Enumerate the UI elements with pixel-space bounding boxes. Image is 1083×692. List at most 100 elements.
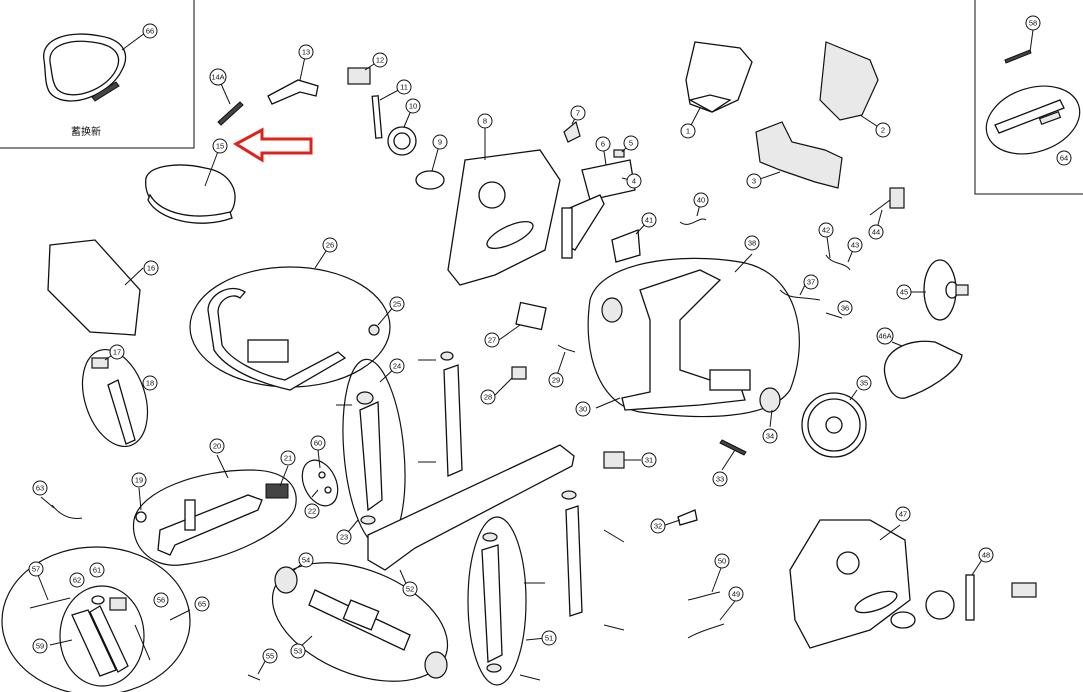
arm-51 bbox=[481, 544, 503, 664]
callout-23: 23 bbox=[336, 529, 352, 545]
callout-27: 27 bbox=[484, 332, 500, 348]
part-62 bbox=[91, 595, 105, 605]
callout-30: 30 bbox=[575, 401, 591, 417]
rod-11 bbox=[371, 95, 383, 139]
callout-21-label: 21 bbox=[284, 454, 292, 463]
spring-66 bbox=[91, 81, 120, 102]
callout-54-label: 54 bbox=[302, 556, 310, 565]
callout-40: 40 bbox=[693, 192, 709, 208]
bolt-56 bbox=[134, 624, 151, 661]
backrest-16 bbox=[47, 239, 141, 336]
sensor-42 bbox=[825, 254, 851, 271]
callout-5-label: 5 bbox=[629, 139, 633, 148]
callout-43: 43 bbox=[847, 237, 863, 253]
callout-23-label: 23 bbox=[340, 533, 348, 542]
callout-59: 59 bbox=[32, 638, 48, 654]
callout-24: 24 bbox=[389, 358, 405, 374]
callout-55-label: 55 bbox=[266, 652, 274, 661]
group-20-outline bbox=[132, 469, 297, 566]
side-cover-8 bbox=[447, 149, 561, 286]
spring-14a bbox=[217, 101, 244, 126]
rod-33 bbox=[719, 439, 747, 456]
slide-59 bbox=[71, 609, 117, 677]
callout-17: 17 bbox=[109, 344, 125, 360]
callout-1-label: 1 bbox=[686, 127, 690, 136]
callout-3: 3 bbox=[746, 173, 762, 189]
callout-18: 18 bbox=[142, 375, 158, 391]
callout-9-label: 9 bbox=[438, 138, 442, 147]
callout-29-label: 29 bbox=[552, 376, 560, 385]
callout-47: 47 bbox=[895, 506, 911, 522]
callout-22: 22 bbox=[304, 503, 320, 519]
mast-plate-4 bbox=[581, 159, 636, 201]
cable-63 bbox=[51, 504, 83, 519]
callout-43-label: 43 bbox=[851, 241, 859, 250]
bracket-13 bbox=[267, 79, 319, 105]
callout-52-label: 52 bbox=[406, 585, 414, 594]
callout-35-label: 35 bbox=[860, 379, 868, 388]
callout-12-label: 12 bbox=[376, 56, 384, 65]
main-frame-30 bbox=[621, 269, 746, 411]
callout-49-label: 49 bbox=[732, 590, 740, 599]
cover-41 bbox=[611, 229, 641, 263]
upright-51b bbox=[565, 505, 583, 617]
callout-4-label: 4 bbox=[632, 177, 636, 186]
callout-50-label: 50 bbox=[718, 557, 726, 566]
upright-24b bbox=[443, 364, 463, 477]
callout-9: 9 bbox=[432, 134, 448, 150]
callout-6-label: 6 bbox=[601, 140, 605, 149]
callout-7-label: 7 bbox=[576, 109, 580, 118]
callout-64: 64 bbox=[1056, 150, 1072, 166]
pedal-48 bbox=[1011, 582, 1037, 598]
callout-54: 54 bbox=[298, 552, 314, 568]
callout-34: 34 bbox=[762, 428, 778, 444]
callout-45-label: 45 bbox=[900, 288, 908, 297]
callout-55: 55 bbox=[262, 648, 278, 664]
callout-65-label: 65 bbox=[198, 600, 206, 609]
callout-66: 66 bbox=[142, 23, 158, 39]
wheel-30a bbox=[601, 297, 623, 323]
knob-25 bbox=[368, 324, 380, 336]
callout-45: 45 bbox=[896, 284, 912, 300]
roller-34 bbox=[759, 387, 781, 413]
callout-59-label: 59 bbox=[36, 642, 44, 651]
inset-caption: 蓄换新 bbox=[71, 125, 101, 138]
callout-19: 19 bbox=[131, 472, 147, 488]
ring-9 bbox=[415, 170, 445, 190]
callout-11-label: 11 bbox=[400, 83, 408, 92]
callout-42-label: 42 bbox=[822, 226, 830, 235]
callout-52: 52 bbox=[402, 581, 418, 597]
callout-35: 35 bbox=[856, 375, 872, 391]
part-36 bbox=[825, 312, 843, 319]
callout-61-label: 61 bbox=[93, 566, 101, 575]
callout-37: 37 bbox=[803, 274, 819, 290]
plate-32 bbox=[677, 509, 698, 526]
part-37 bbox=[779, 289, 821, 301]
callout-65: 65 bbox=[194, 596, 210, 612]
callout-25-label: 25 bbox=[393, 300, 401, 309]
crank-48 bbox=[965, 574, 975, 621]
main-rail-52 bbox=[367, 444, 575, 571]
callout-44: 44 bbox=[868, 224, 884, 240]
callout-7: 7 bbox=[570, 105, 586, 121]
callout-27-label: 27 bbox=[488, 336, 496, 345]
wheel-47 bbox=[925, 590, 955, 620]
callout-19-label: 19 bbox=[135, 476, 143, 485]
callout-2-label: 2 bbox=[881, 126, 885, 135]
callout-49: 49 bbox=[728, 586, 744, 602]
callout-13-label: 13 bbox=[302, 48, 310, 57]
callout-51: 51 bbox=[541, 630, 557, 646]
clamp-12 bbox=[347, 67, 371, 85]
callout-1: 1 bbox=[680, 123, 696, 139]
callout-36: 36 bbox=[837, 300, 853, 316]
group-56-outline bbox=[59, 585, 145, 687]
callout-31: 31 bbox=[641, 452, 657, 468]
knob-7 bbox=[563, 120, 581, 143]
group-65-outline bbox=[1, 546, 191, 692]
callout-41: 41 bbox=[641, 212, 657, 228]
cable-50 bbox=[687, 591, 721, 601]
callout-41-label: 41 bbox=[645, 216, 653, 225]
callout-38: 38 bbox=[744, 235, 760, 251]
callout-10-label: 10 bbox=[409, 102, 417, 111]
